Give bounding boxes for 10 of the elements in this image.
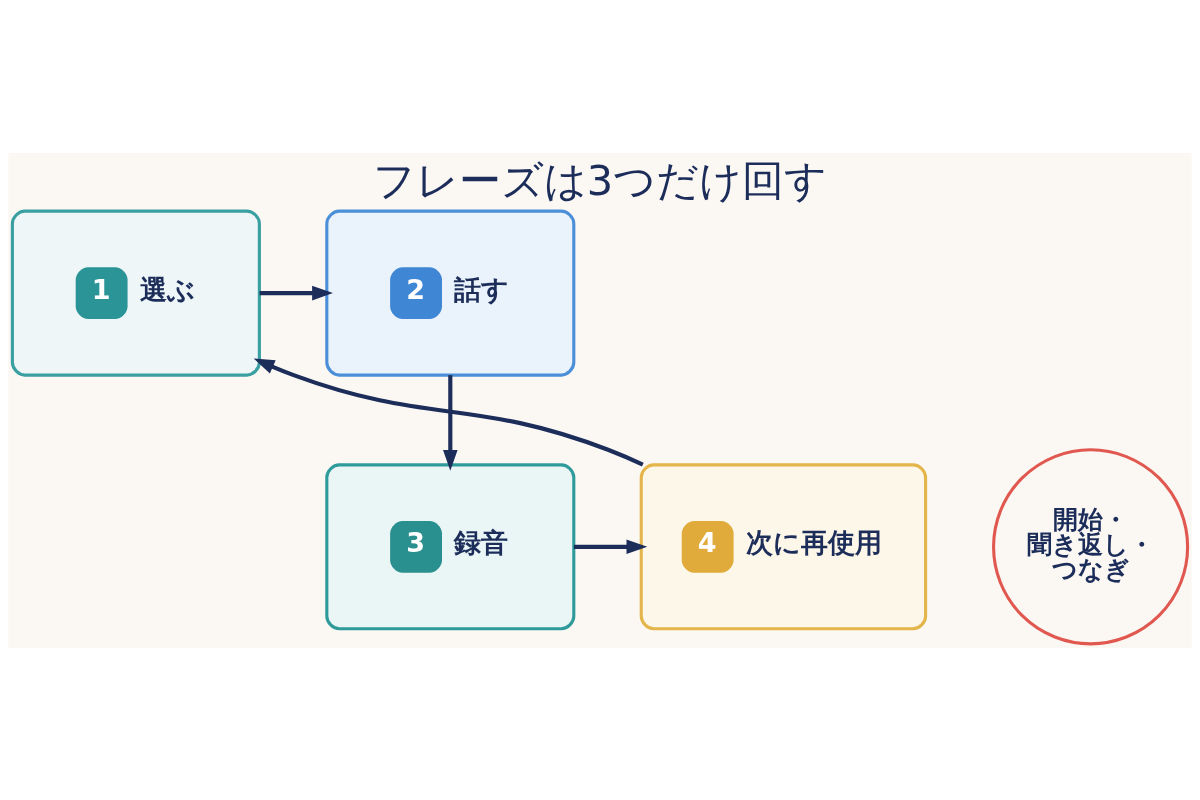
arrow — [573, 539, 648, 554]
node-box: 3 録音 — [325, 462, 576, 630]
diagram-title: フレーズは3つだけ回す — [372, 155, 828, 205]
arrow — [443, 374, 458, 471]
node-box: 4 次に再使用 — [639, 462, 928, 630]
node-box: 1 選ぶ — [10, 209, 261, 377]
node-circle: 開始・聞き返し・つなぎ — [992, 447, 1190, 645]
arrow — [259, 285, 333, 300]
node-box: 2 話す — [325, 209, 576, 377]
arrow — [253, 358, 644, 467]
